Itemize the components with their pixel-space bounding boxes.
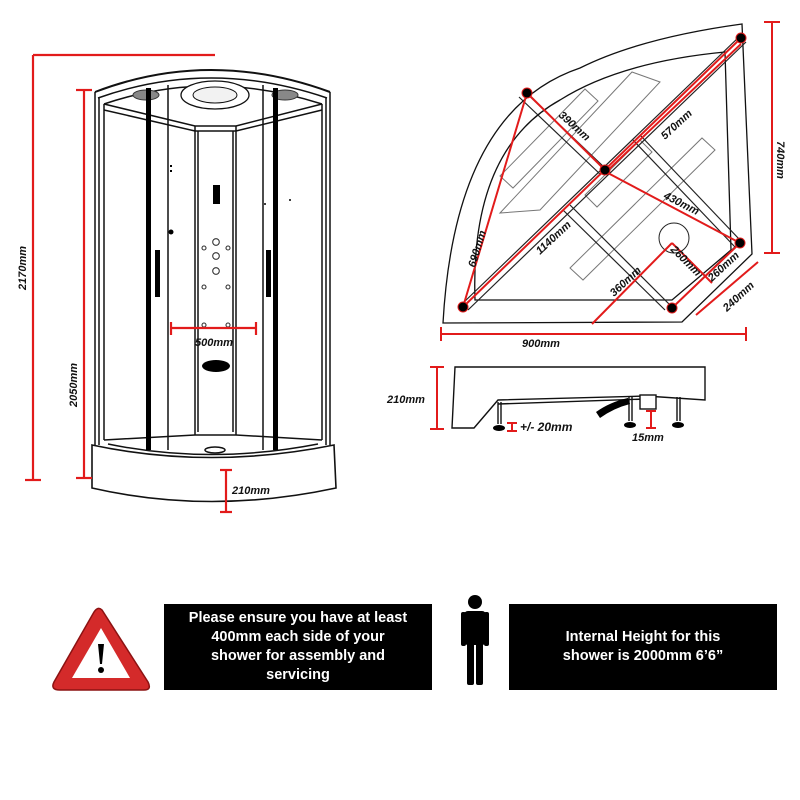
door-rail-left [146,88,151,450]
screw-dot [264,203,266,205]
control-panel-display [213,185,220,204]
tray-slats [498,71,716,281]
door-rail-right [273,88,278,450]
side-tray-height-label: 210mm [386,394,425,406]
overall-height-label: 2170mm [17,246,29,291]
internal-height-notice: Internal Height for this shower is 2000m… [509,604,777,690]
screw-dot [289,199,291,201]
control-knob [168,229,174,235]
panel-width-label: 500mm [195,337,233,349]
body-jets [201,238,231,328]
plan-dimension-lines [440,21,780,341]
tray-height-label: 210mm [231,485,270,497]
warning-triangle-icon [52,607,151,691]
waste-outlet-icon [658,222,690,254]
plan-900-label: 900mm [522,338,560,350]
ceiling-light-right-icon [271,89,299,101]
screw-dot [170,170,172,172]
speaker-icon [202,360,230,372]
clearance-notice: Please ensure you have at least 400mm ea… [164,604,432,690]
leg-adjustment-label: +/- 20mm [520,420,573,434]
side-dimension-lines [430,366,656,432]
front-dimension-lines [25,53,258,514]
tray-outline [442,23,753,324]
plan-740-label: 740mm [774,141,786,179]
internal-height-notice-text: Internal Height for this shower is 2000m… [562,629,724,664]
clearance-notice-text: Please ensure you have at least 400mm ea… [188,610,408,683]
screw-dot [170,165,172,167]
person-icon [461,595,489,685]
waste-clearance-label: 15mm [632,432,664,444]
enclosure-height-label: 2050mm [68,363,80,408]
shower-cabinet-drawing [91,69,337,503]
door-handle-left [155,250,160,297]
waste-pipe [596,398,630,418]
leg-markers [457,32,747,314]
door-handle-right [266,250,271,297]
tray-side-drawing [451,366,706,429]
rain-shower-head-inner [192,86,238,104]
leg-feet [493,422,684,431]
